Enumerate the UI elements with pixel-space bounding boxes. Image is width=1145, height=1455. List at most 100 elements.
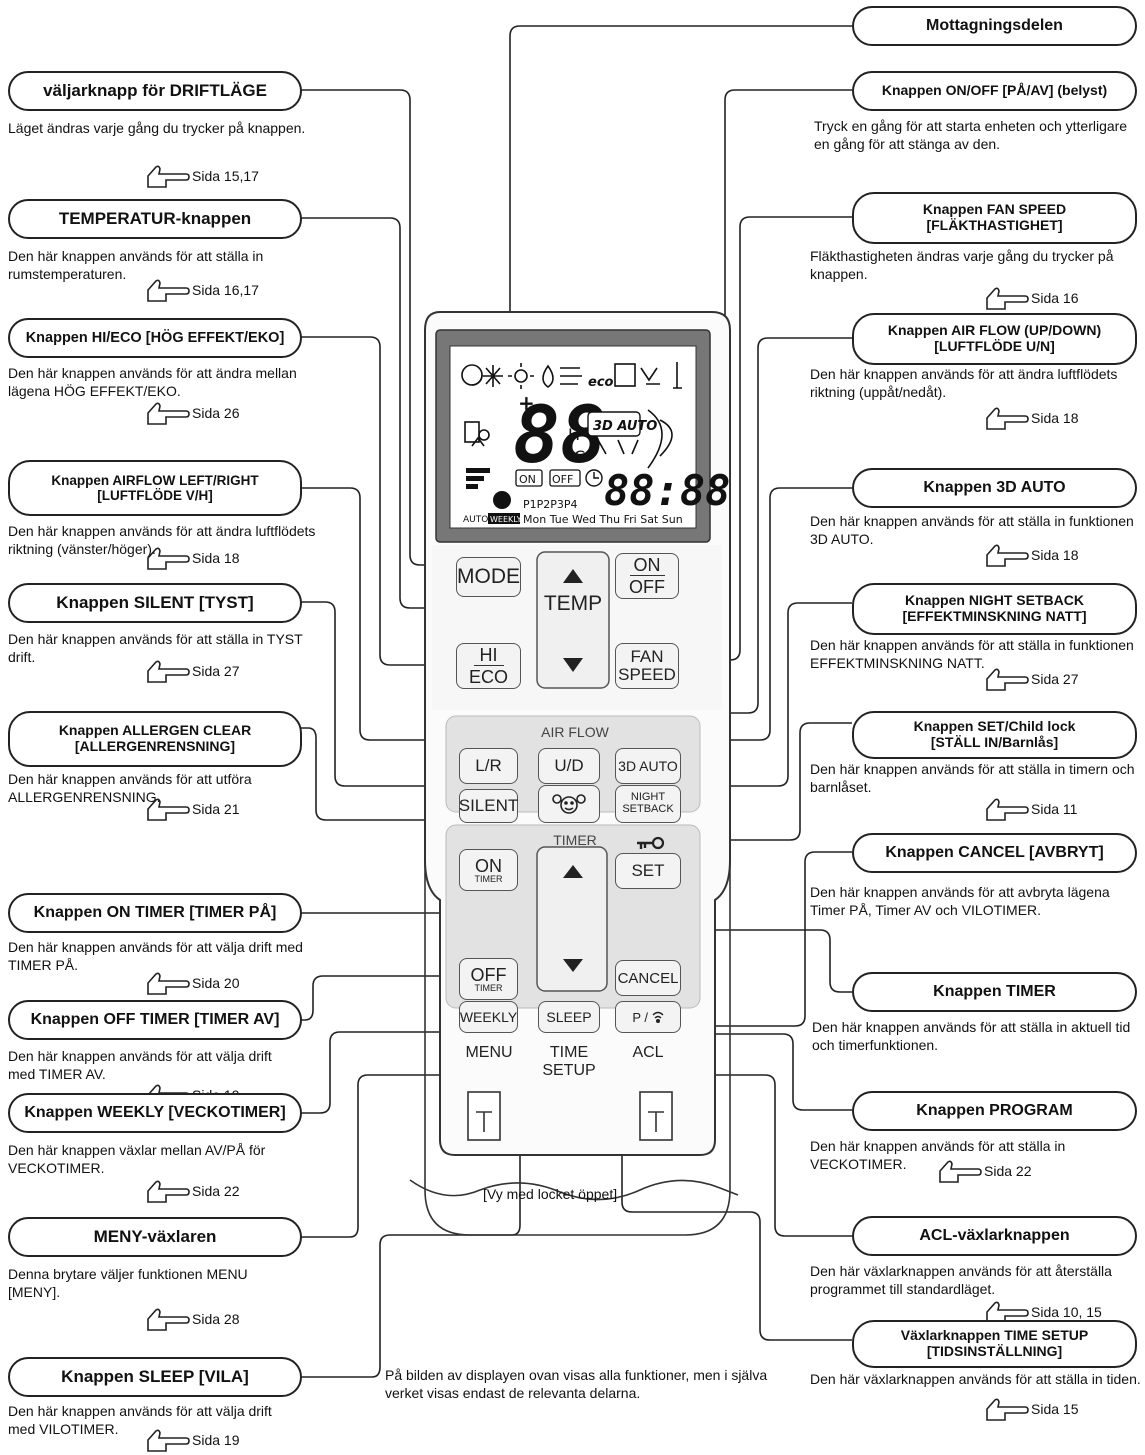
desc-on-off: Tryck en gång för att starta enheten och…: [814, 118, 1128, 153]
ref-acl: Sida 10, 15: [985, 1299, 1102, 1325]
cancel-button[interactable]: CANCEL: [615, 960, 681, 996]
desc-on-timer: Den här knappen används för att välja dr…: [8, 939, 303, 974]
set-button[interactable]: SET: [615, 853, 681, 889]
ref-fan-speed: Sida 16: [985, 285, 1078, 311]
callout-airflow-lr: Knappen AIRFLOW LEFT/RIGHT[LUFTFLÖDE V/H…: [8, 460, 302, 516]
acl-label: ACL: [632, 1044, 664, 1061]
desc-allergen: Den här knappen används för att utföra A…: [8, 771, 252, 806]
ref-time-setup: Sida 15: [985, 1396, 1078, 1422]
hi-eco-button[interactable]: HI ECO: [456, 643, 521, 689]
ref-air-flow-ud: Sida 18: [985, 405, 1078, 431]
view-caption: [Vy med locket öppet]: [483, 1186, 618, 1202]
night-label: NIGHT: [630, 791, 666, 804]
callout-program: Knappen PROGRAM: [852, 1091, 1137, 1131]
ref-silent: Sida 27: [146, 658, 239, 684]
desc-mode: Läget ändras varje gång du trycker på kn…: [8, 120, 306, 136]
airflow-label: AIR FLOW: [541, 724, 609, 740]
off-timer-button[interactable]: OFF TIMER: [459, 958, 518, 1000]
on-timer-label: ON: [475, 855, 502, 876]
callout-menu: MENY-växlaren: [8, 1217, 302, 1257]
callout-3d-auto: Knappen 3D AUTO: [852, 468, 1137, 508]
weekly-button[interactable]: WEEKLY: [459, 1001, 518, 1033]
ref-sleep: Sida 19: [146, 1427, 239, 1453]
desc-time-setup: Den här växlarknappen används för att st…: [810, 1371, 1141, 1387]
pointing-hand-icon: [147, 1180, 190, 1203]
on-off-button[interactable]: ON OFF: [615, 553, 679, 599]
lcd-eco-label: eco: [588, 375, 614, 390]
lcd-weekly: WEEKLY: [490, 515, 522, 524]
night-setback-button[interactable]: NIGHT SETBACK: [615, 785, 681, 823]
ref-set-child-lock: Sida 11: [985, 796, 1077, 822]
lr-button[interactable]: L/R: [459, 748, 518, 784]
pointing-hand-icon: [986, 544, 1029, 567]
ud-button[interactable]: U/D: [538, 748, 600, 784]
callout-time-setup: Växlarknappen TIME SETUP[TIDSINSTÄLLNING…: [852, 1320, 1137, 1368]
hi-label: HI: [473, 646, 504, 666]
desc-silent: Den här knappen används för att ställa i…: [8, 631, 303, 666]
desc-temperature: Den här knappen används för att ställa i…: [8, 248, 264, 283]
desc-program: Den här knappen används för att ställa i…: [810, 1138, 1066, 1173]
lcd-plus: +: [518, 391, 535, 415]
allergen-clear-button[interactable]: [538, 785, 600, 823]
on-timer-button[interactable]: ON TIMER: [459, 849, 518, 891]
pointing-hand-icon: [147, 972, 190, 995]
callout-on-timer: Knappen ON TIMER [TIMER PÅ]: [8, 893, 302, 933]
callout-night-setback: Knappen NIGHT SETBACK[EFFEKTMINSKNING NA…: [852, 583, 1137, 635]
ref-temperature: Sida 16,17: [146, 277, 259, 303]
temp-button[interactable]: TEMP: [543, 592, 603, 615]
ref-menu: Sida 28: [146, 1306, 239, 1332]
callout-acl: ACL-växlarknappen: [852, 1216, 1137, 1256]
signal-icon: [652, 1011, 664, 1023]
ref-weekly: Sida 22: [146, 1178, 239, 1204]
lcd-on: ON: [519, 473, 536, 486]
desc-hi-eco: Den här knappen används för att ändra me…: [8, 365, 297, 400]
menu-label: MENU: [465, 1044, 513, 1061]
callout-fan-speed: Knappen FAN SPEED[FLÄKTHASTIGHET]: [852, 192, 1137, 244]
ref-program: Sida 22: [938, 1158, 1031, 1184]
callout-on-off: Knappen ON/OFF [PÅ/AV] (belyst): [852, 71, 1137, 111]
on-timer-sub: TIMER: [474, 873, 503, 884]
lcd-programs: P1P2P3P4: [523, 498, 578, 511]
callout-allergen: Knappen ALLERGEN CLEAR[ALLERGENRENSNING]: [8, 711, 302, 767]
desc-menu: Denna brytare väljer funktionen MENU [ME…: [8, 1266, 248, 1301]
setback-label: SETBACK: [622, 803, 674, 815]
display-note: På bilden av displayen ovan visas alla f…: [385, 1367, 768, 1402]
callout-set-child-lock: Knappen SET/Child lock[STÄLL IN/Barnlås]: [852, 711, 1137, 759]
speed-label: SPEED: [618, 665, 676, 684]
callout-weekly: Knappen WEEKLY [VECKOTIMER]: [8, 1093, 302, 1133]
desc-set-child-lock: Den här knappen används för att ställa i…: [810, 761, 1135, 796]
callout-off-timer: Knappen OFF TIMER [TIMER AV]: [8, 1000, 302, 1040]
ref-mode: Sida 15,17: [146, 163, 259, 189]
desc-acl: Den här växlarknappen används för att åt…: [810, 1263, 1112, 1298]
pointing-hand-icon: [147, 165, 190, 188]
callout-timer: Knappen TIMER: [852, 972, 1137, 1012]
allergen-icon: [552, 794, 586, 814]
desc-cancel: Den här knappen används för att avbryta …: [810, 884, 1110, 919]
pointing-hand-icon: [147, 798, 190, 821]
fan-label: FAN: [630, 647, 664, 667]
desc-airflow-lr: Den här knappen används för att ändra lu…: [8, 523, 316, 558]
ref-night-setback: Sida 27: [985, 666, 1078, 692]
lcd-3dauto: 3D AUTO: [593, 419, 657, 434]
sleep-button[interactable]: SLEEP: [538, 1001, 600, 1033]
desc-sleep: Den här knappen används för att välja dr…: [8, 1403, 272, 1438]
pointing-hand-icon: [986, 798, 1029, 821]
lcd-clock: 88:88: [604, 466, 730, 515]
callout-hi-eco: Knappen HI/ECO [HÖG EFFEKT/EKO]: [8, 318, 302, 358]
lcd-off: OFF: [552, 473, 573, 486]
fan-speed-button[interactable]: FAN SPEED: [615, 643, 679, 689]
off-label: OFF: [629, 577, 665, 597]
desc-weekly: Den här knappen växlar mellan AV/PÅ för …: [8, 1142, 266, 1177]
pointing-hand-icon: [986, 1301, 1029, 1324]
desc-timer: Den här knappen används för att ställa i…: [812, 1019, 1131, 1054]
program-button[interactable]: P /: [615, 1001, 681, 1033]
lcd-celsius: °C: [566, 447, 585, 466]
ref-allergen: Sida 21: [146, 796, 239, 822]
pointing-hand-icon: [147, 660, 190, 683]
silent-button[interactable]: SILENT: [459, 789, 518, 823]
3d-auto-button[interactable]: 3D AUTO: [615, 748, 681, 784]
mode-button[interactable]: MODE: [456, 557, 521, 597]
callout-receiver: Mottagningsdelen: [852, 6, 1137, 46]
pointing-hand-icon: [147, 547, 190, 570]
timer-group-label: TIMER: [553, 832, 597, 848]
